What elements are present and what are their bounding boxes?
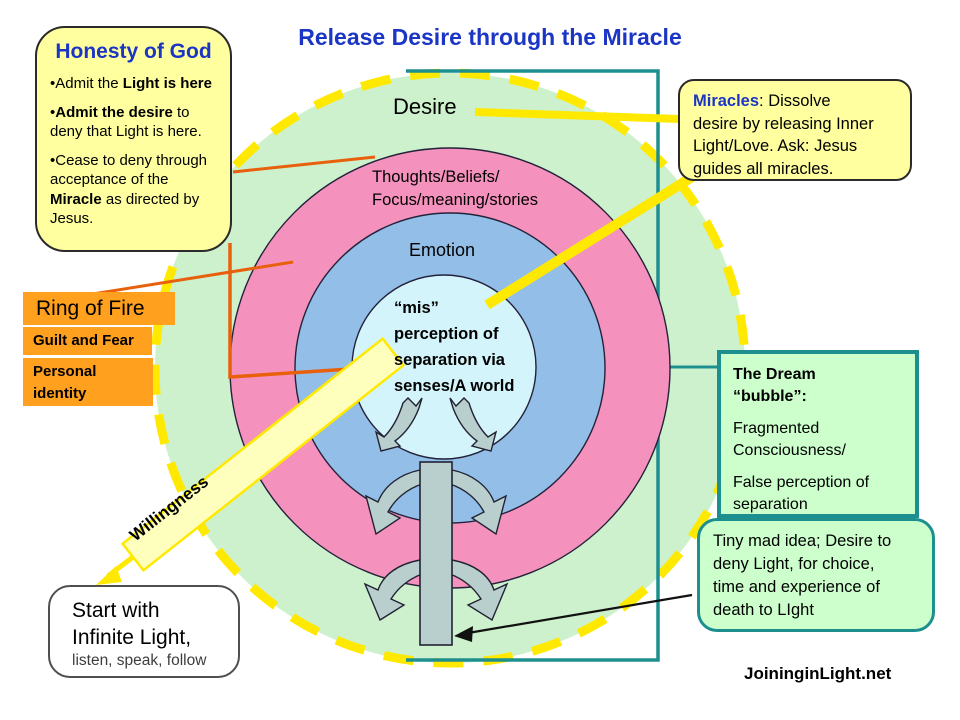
- dream-title: The Dream “bubble”:: [733, 364, 903, 408]
- bullet-2-text: •: [50, 103, 56, 121]
- start-line-3: listen, speak, follow: [72, 652, 207, 669]
- bullet-3-text: •Cease to deny through acceptance of the: [50, 151, 208, 189]
- core-label-misperception: “mis” perception of separation via sense…: [394, 295, 514, 399]
- honesty-to-core-line: [228, 243, 396, 379]
- thoughts-line-1: Thoughts/Beliefs/: [372, 168, 500, 186]
- miracles-body: : Dissolve desire by releasing Inner Lig…: [693, 92, 874, 178]
- honesty-to-thoughts-line: [232, 155, 376, 174]
- dream-title-line-1: The Dream: [733, 366, 816, 383]
- mis-line-3: separation via: [394, 351, 505, 369]
- ring-label-thoughts: Thoughts/Beliefs/ Focus/meaning/stories: [372, 166, 538, 212]
- dream-bubble-note: The Dream “bubble”: Fragmented Conscious…: [717, 350, 919, 518]
- honesty-title: Honesty of God: [55, 40, 212, 63]
- descent-bar: [419, 461, 453, 646]
- miracles-to-core-line: [484, 172, 695, 310]
- bullet-2-bold: Admit the desire: [55, 103, 173, 121]
- start-with-infinite-light-note: Start with Infinite Light, listen, speak…: [48, 585, 240, 678]
- tiny-idea-arrow: [454, 593, 693, 642]
- bullet-1-text: •Admit the: [50, 75, 123, 92]
- bullet-2-post: to deny that Light is here.: [50, 103, 202, 141]
- dream-title-line-2: “bubble”:: [733, 388, 807, 405]
- bullet-1-bold: Light is here: [122, 75, 212, 92]
- honesty-bullet-2: •Admit the desire to deny that Light is …: [50, 103, 217, 142]
- start-line-2: Infinite Light,: [72, 626, 192, 649]
- thoughts-line-2: Focus/meaning/stories: [372, 191, 538, 209]
- tiny-mad-idea-note: Tiny mad idea; Desire to deny Light, for…: [697, 518, 935, 632]
- start-line-1: Start with: [72, 599, 160, 622]
- page-title: Release Desire through the Miracle: [298, 24, 682, 50]
- guilt-and-fear-label: Guilt and Fear: [23, 327, 152, 355]
- miracles-note: Miracles: Dissolve desire by releasing I…: [678, 79, 912, 181]
- mis-line-2: perception of: [394, 325, 499, 343]
- willingness-arrow-band: [96, 336, 406, 585]
- honesty-bullet-1: •Admit the Light is here: [50, 74, 217, 94]
- personal-identity-label: Personal identity: [23, 358, 153, 406]
- mis-line-4: senses/A world: [394, 377, 515, 395]
- dream-para-1: Fragmented Consciousness/: [733, 420, 846, 459]
- honesty-bullet-3: •Cease to deny through acceptance of the…: [50, 151, 217, 229]
- miracles-lead: Miracles: [693, 92, 760, 110]
- miracles-to-desire-line: [474, 108, 680, 123]
- honesty-of-god-note: Honesty of God •Admit the Light is here …: [35, 26, 232, 252]
- site-credit: JoininginLight.net: [744, 664, 892, 683]
- bullet-3-bold: Miracle: [50, 190, 102, 208]
- descent-arrows: [364, 397, 508, 646]
- mis-line-1: “mis”: [394, 299, 439, 317]
- bullet-3-post: as directed by Jesus.: [50, 190, 200, 228]
- ring-of-fire-to-ring-line: [79, 260, 294, 298]
- dream-para-2: False perception of separation: [733, 474, 870, 513]
- ring-label-desire: Desire: [393, 94, 457, 119]
- ring-of-fire-label: Ring of Fire: [23, 292, 175, 325]
- ring-label-emotion: Emotion: [409, 240, 476, 260]
